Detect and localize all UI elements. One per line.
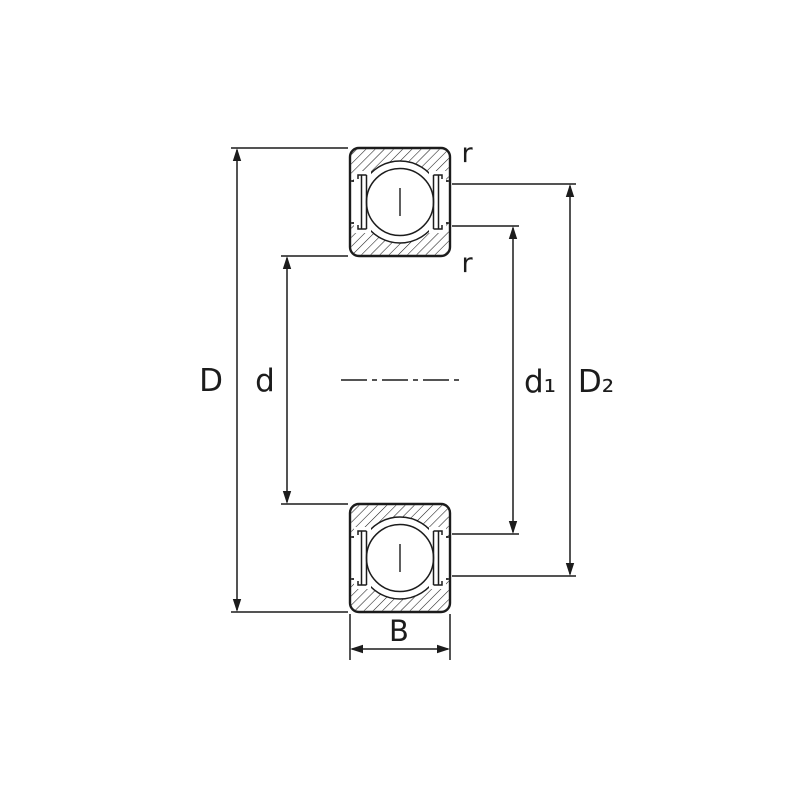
arrowhead-up bbox=[565, 184, 575, 197]
arrowhead-up bbox=[282, 256, 292, 269]
dimension-d: d bbox=[255, 255, 348, 505]
bottom-cross-section bbox=[348, 502, 452, 614]
arrowhead-left bbox=[350, 644, 363, 654]
arrowhead-up bbox=[508, 226, 518, 239]
dimension-D: D bbox=[199, 147, 348, 613]
top-raceway-arc-lower bbox=[364, 222, 436, 244]
bottom-ball bbox=[365, 523, 435, 593]
arrowhead-right bbox=[437, 644, 450, 654]
arrowhead-down bbox=[508, 521, 518, 534]
dimension-B: B bbox=[349, 614, 451, 660]
arrowhead-down bbox=[282, 491, 292, 504]
arrowhead-down bbox=[232, 599, 242, 612]
bottom-raceway-arc-lower bbox=[364, 578, 436, 600]
bottom-left-shield bbox=[357, 530, 368, 586]
radius-label-r-outer: r bbox=[461, 138, 473, 169]
top-left-shield bbox=[357, 174, 368, 230]
top-ball bbox=[365, 167, 435, 237]
top-section-outline bbox=[348, 146, 452, 258]
dimension-label-d1: d₁ bbox=[524, 364, 556, 400]
dimension-label-D2: D₂ bbox=[578, 364, 614, 400]
radius-label-r-inner: r bbox=[461, 248, 473, 279]
dimension-D2: D₂ bbox=[452, 183, 614, 577]
dimension-d1: d₁ bbox=[452, 225, 556, 535]
dimension-label-B: B bbox=[389, 614, 409, 648]
arrowhead-down bbox=[565, 563, 575, 576]
dimension-label-D: D bbox=[199, 363, 223, 399]
bottom-section-outline bbox=[348, 502, 452, 614]
top-raceway-arc-upper bbox=[364, 160, 436, 182]
arrowhead-up bbox=[232, 148, 242, 161]
top-cross-section bbox=[348, 146, 452, 258]
bottom-raceway-arc-upper bbox=[364, 516, 436, 538]
bottom-right-shield bbox=[432, 530, 443, 586]
dimension-label-d: d bbox=[255, 363, 275, 399]
top-right-shield bbox=[432, 174, 443, 230]
